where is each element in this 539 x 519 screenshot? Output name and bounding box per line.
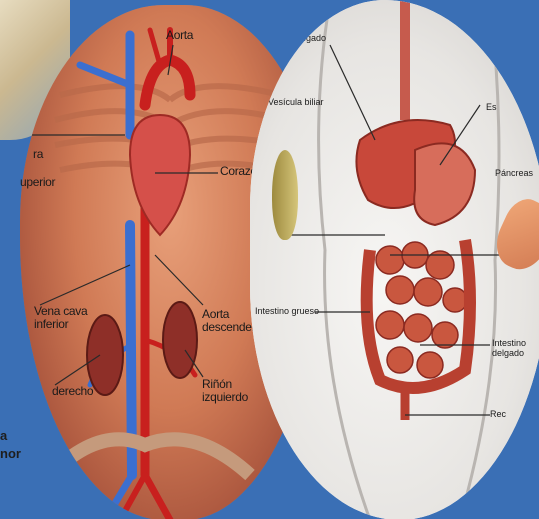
label-recto: Rec [490,409,506,419]
label-vesicula-biliar: Vesícula biliar [268,97,324,107]
label-aorta: Aorta [166,29,193,42]
label-estomago: Es [486,102,497,112]
label-vena-cava-superior-part1: ra [33,148,43,161]
corner-fragment-nor: nor [0,446,21,461]
label-intestino-grueso: Intestino grueso [255,306,319,316]
label-higado: Hígado [297,33,326,43]
corner-fragment-a: a [0,428,7,443]
label-intestino-delgado: Intestino delgado [492,338,526,358]
label-rinon-izquierdo: Riñón izquierdo [202,378,248,404]
label-vena-cava-superior-part2: uperior [20,176,55,189]
label-pancreas: Páncreas [495,168,533,178]
heart-shape [130,115,190,235]
label-rinon-derecho: derecho [52,385,93,398]
digestive-illustration [250,0,539,519]
label-vena-cava-inferior: Vena cava inferior [34,305,87,331]
gallbladder-illustration [272,150,298,240]
digestive-system-image: Hígado Vesícula biliar Es Páncreas Intes… [250,0,539,519]
